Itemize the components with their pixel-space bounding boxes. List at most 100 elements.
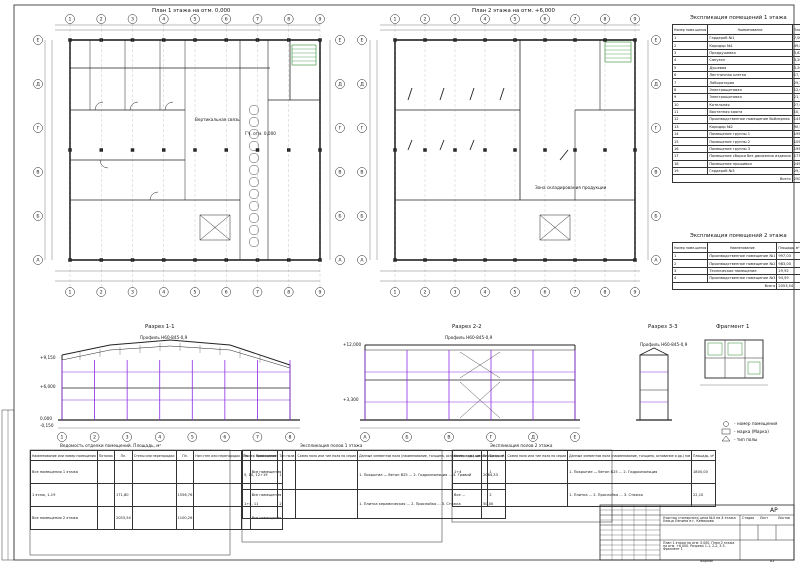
table-header-cell: Наименование	[707, 242, 778, 253]
axis-bubble	[252, 432, 263, 442]
axis-bubble-label: Г	[339, 126, 342, 132]
axis-bubble	[221, 14, 231, 24]
table-cell: 5, 10, 12÷19	[241, 460, 279, 490]
axis-bubble-label: 8	[289, 435, 292, 441]
axis-bubble-label: 9	[319, 290, 322, 296]
table-cell: Техническое помещение	[707, 266, 778, 276]
plan2-note-storage: Зона складирования продукции	[535, 185, 607, 190]
table-cell: 1	[277, 460, 297, 490]
table-cell: 29,92	[776, 266, 800, 276]
axis-bubble-label: 3	[454, 17, 457, 23]
table-cell: Гардероб №3	[707, 167, 793, 176]
fragment-title: Фрагмент 1	[716, 324, 750, 330]
table-header-cell: Тип пола	[277, 450, 297, 461]
axis-bubble	[284, 14, 294, 24]
axis-bubble	[480, 14, 490, 24]
axis-bubble-label: В	[36, 170, 39, 176]
axis-bubble-label: 5	[194, 290, 197, 296]
axis-bubble	[630, 287, 640, 297]
table-cell: Лаборатория	[707, 78, 793, 87]
axis-bubble-label: 7	[256, 290, 259, 296]
table-header-cell: Потолок	[96, 450, 115, 461]
axis-bubble-label: В	[654, 170, 657, 176]
axis-bubble	[65, 14, 75, 24]
table-cell: 2053,54	[113, 506, 133, 530]
axis-bubble	[284, 287, 294, 297]
axis-bubble	[528, 432, 538, 442]
table-cell	[193, 483, 243, 507]
axis-bubble-label: Е	[574, 435, 577, 441]
level-mark: +6,000	[40, 384, 56, 389]
total-label: Всего	[672, 174, 793, 183]
table-cell: 12	[671, 115, 709, 124]
table-cell: 12,06	[791, 85, 800, 95]
axis-bubble	[651, 123, 661, 133]
axis-bubble-label: Г	[361, 126, 364, 132]
table-header-cell: Низ стен или перегородок	[193, 450, 243, 461]
table-cell	[505, 483, 569, 507]
axis-bubble-label: 4	[162, 17, 165, 23]
axis-bubble-label: 8	[604, 290, 607, 296]
table-cell: 10,72	[791, 107, 800, 117]
axis-bubble	[420, 14, 430, 24]
axis-bubble	[33, 211, 43, 221]
axis-bubble-label: А	[36, 258, 40, 264]
axis-bubble	[335, 35, 345, 45]
format-label: Формат	[700, 559, 714, 563]
total-label: Всего	[671, 281, 778, 290]
axis-bubble	[390, 14, 400, 24]
axis-bubble-label: 1	[69, 17, 72, 23]
table-cell: 1. Покрытие — бетон В25 ... 2. Гидроизол…	[567, 460, 692, 484]
plan1-title: План 1 этажа на отм. 0,000	[152, 8, 231, 14]
axis-bubble-label: Б	[654, 214, 657, 220]
axis-bubble	[33, 35, 43, 45]
table-cell	[505, 460, 569, 484]
axis-bubble-label: 2	[100, 17, 103, 23]
table-header-cell: Номер поме-щения	[451, 450, 489, 461]
axis-bubble-label: Б	[405, 435, 408, 441]
table-cell: Помещение группы 1	[707, 130, 793, 139]
finish-table-title: Ведомость отделки помещений. Площадь, м²	[60, 443, 162, 448]
table-cell	[96, 483, 115, 507]
table-cell: 1	[671, 251, 709, 261]
axis-bubble-label: 7	[574, 17, 577, 23]
axis-bubble-label: 7	[256, 435, 259, 441]
table-cell: 10	[671, 100, 709, 109]
axis-bubble-label: Д	[654, 82, 658, 88]
table-cell: 195,93	[791, 130, 800, 139]
table-cell	[96, 460, 115, 484]
table-cell: 18	[671, 159, 709, 169]
axis-bubble	[402, 432, 412, 442]
table-cell: 27,94	[791, 100, 800, 109]
axis-bubble	[357, 211, 367, 221]
section-3-3	[636, 347, 672, 421]
axis-bubble	[444, 432, 454, 442]
axis-bubble-label: 5	[514, 290, 517, 296]
table-header-cell: Пл.	[113, 450, 133, 461]
axis-bubble	[357, 79, 367, 89]
axis-bubble-label: Г	[655, 126, 658, 132]
axis-bubble	[335, 255, 345, 265]
axis-bubble	[651, 79, 661, 89]
table-header-cell: Площадь, м²	[690, 450, 717, 461]
axis-bubble-label: Б	[360, 214, 363, 220]
section3-title: Разрез 3-3	[648, 324, 678, 330]
axis-bubble-label: А	[360, 258, 364, 264]
axis-bubble-label: Е	[361, 38, 364, 44]
axis-bubble	[252, 287, 263, 297]
axis-bubble-label: 9	[634, 17, 637, 23]
title-block-sheet-desc: План 1 этажа на отм. 0,000. План 2 этажа…	[663, 541, 735, 552]
